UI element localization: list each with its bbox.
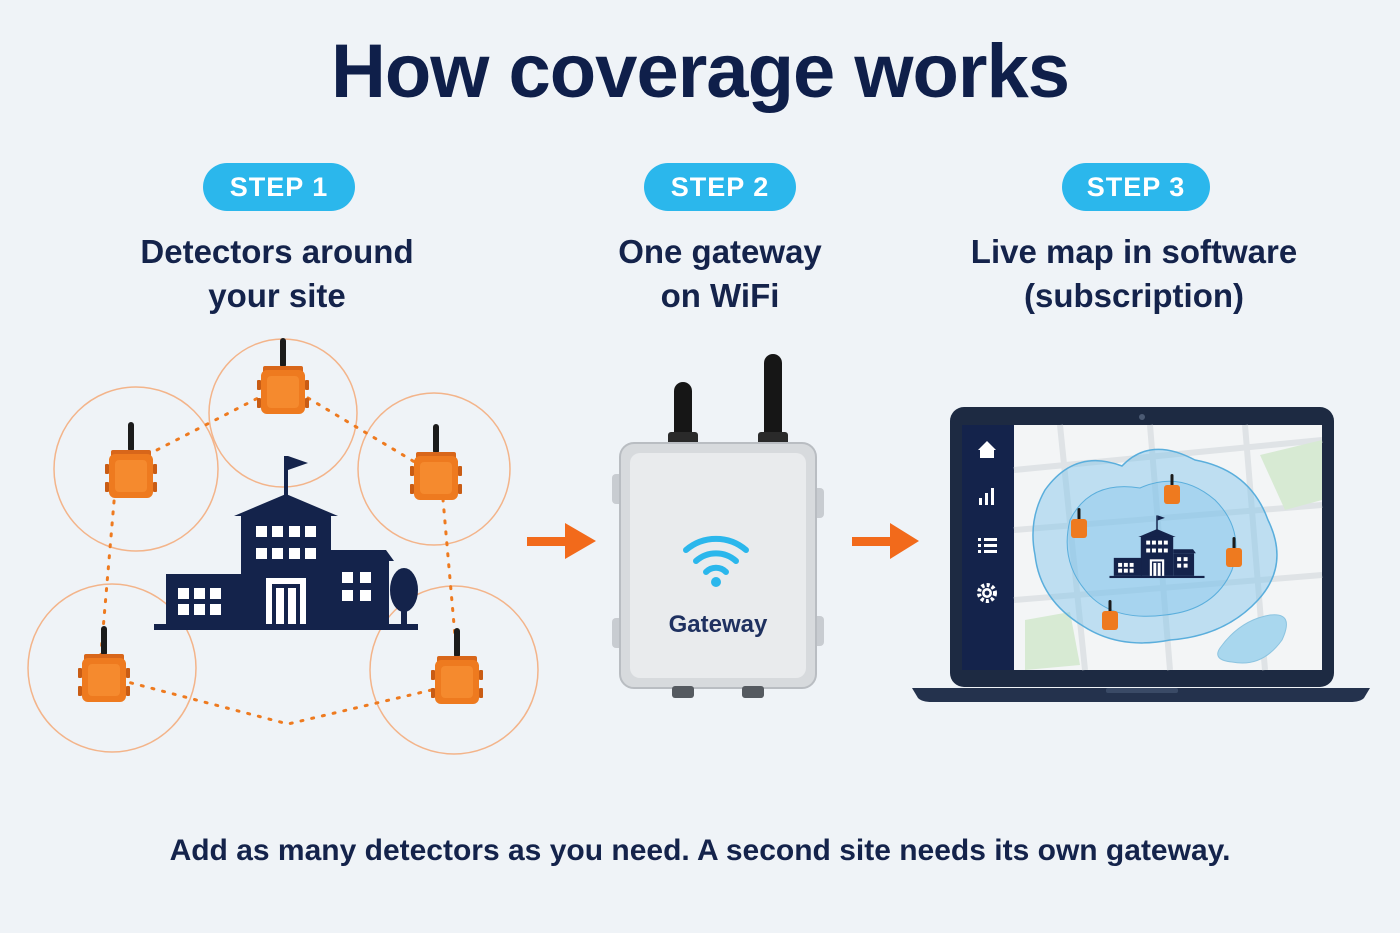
home-icon[interactable] [978, 441, 996, 458]
live-map [1013, 424, 1323, 671]
step-1-badge: STEP 1 [203, 163, 355, 211]
page-title: How coverage works [330, 29, 1070, 114]
detector-icon [257, 338, 309, 414]
coverage-circle [53, 386, 219, 552]
software-sidebar [962, 425, 1014, 670]
step-2-badge: STEP 2 [644, 163, 796, 211]
step-3-heading: Live map in software (subscription) [970, 233, 1298, 314]
detector-icon [410, 424, 462, 500]
bar-chart-icon[interactable] [979, 488, 994, 505]
coverage-circles [27, 338, 539, 755]
gear-icon[interactable] [977, 583, 997, 603]
wifi-icon [683, 535, 749, 587]
list-icon[interactable] [978, 538, 997, 553]
detector-icon [78, 626, 130, 702]
gateway-label: Gateway [668, 611, 768, 638]
footer-note: Add as many detectors as you need. A sec… [169, 834, 1231, 867]
coverage-circle [357, 392, 511, 546]
tree-icon [390, 568, 418, 630]
school-building-icon [154, 456, 418, 630]
coverage-circle [369, 585, 539, 755]
step-3-badge: STEP 3 [1062, 163, 1210, 211]
step-1-heading: Detectors around your site [140, 233, 414, 314]
coverage-circle [27, 583, 197, 753]
arrow-icon [852, 523, 919, 559]
gateway-device [612, 354, 824, 698]
step-2-heading: One gateway on WiFi [618, 233, 822, 314]
detector-icon [431, 628, 483, 704]
arrow-icon [527, 523, 596, 559]
detector-icon [105, 422, 157, 498]
